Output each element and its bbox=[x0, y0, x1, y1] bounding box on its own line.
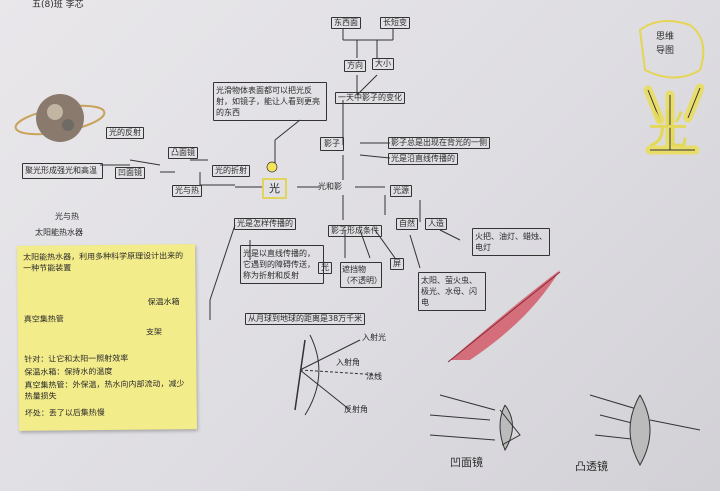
sticky-intro: 太阳能热水器，利用多种科学原理设计出来的一种节能装置 bbox=[23, 251, 184, 273]
title-badge-line2: 导图 bbox=[656, 46, 675, 56]
node-gather-desc: 聚光形成强光和高温 bbox=[22, 163, 103, 179]
node-light-travel: 光是怎样传播的 bbox=[234, 218, 296, 230]
bulb-icon bbox=[266, 161, 278, 173]
node-lens-role: 凸面镜 bbox=[168, 147, 198, 159]
node-natural-examples: 太阳、萤火虫、极光、水母、闪电 bbox=[418, 272, 486, 311]
node-east-west: 东西面 bbox=[331, 17, 361, 29]
node-light-source: 光源 bbox=[390, 185, 412, 197]
node-light-heat: 光与热 bbox=[172, 185, 202, 197]
sticky-note: 太阳能热水器，利用多种科学原理设计出来的一种节能装置 真空集热管 保温水箱 支架… bbox=[17, 244, 197, 431]
node-cond-screen: 屏 bbox=[390, 258, 404, 270]
sticky-collector-label: 真空集热管 bbox=[23, 314, 64, 324]
solar-heater-note: 太阳能热水器 bbox=[35, 228, 83, 237]
class-name: 五(8)班 李芯 bbox=[32, 0, 84, 10]
node-mirror-desc: 光滑物体表面都可以把光反射，如镜子，能让人看到更亮的东西 bbox=[213, 82, 327, 121]
node-concave: 凹面镜 bbox=[115, 167, 145, 179]
node-artificial-examples: 火把、油灯、蜡烛、电灯 bbox=[472, 228, 550, 256]
node-travel-desc: 光是以直线传播的，它遇到的障碍传送，称为折射和反射 bbox=[240, 245, 324, 284]
sticky-line4: 坏处：丢了以后集热慢 bbox=[24, 408, 105, 418]
feather-drawing bbox=[447, 270, 561, 363]
sticky-line3: 真空集热管：外保温，热水向内部流动，减少热量损失 bbox=[24, 379, 185, 401]
node-shadow: 影子 bbox=[320, 137, 344, 151]
sticky-tank-label: 保温水箱 bbox=[147, 297, 180, 307]
node-cond-object: 遮挡物（不透明） bbox=[340, 262, 382, 288]
planet-drawing bbox=[14, 94, 106, 142]
node-natural: 自然 bbox=[396, 218, 418, 230]
node-shadow-fact1: 影子总是出现在背光的一侧 bbox=[388, 137, 490, 149]
node-distance: 从月球到地球的距离是38万千米 bbox=[245, 313, 366, 325]
label-incident-ray: 入射光 bbox=[362, 333, 386, 342]
label-reflected: 反射角 bbox=[344, 405, 368, 414]
light-heat-note: 光与热 bbox=[55, 212, 79, 221]
node-refraction: 光的折射 bbox=[212, 165, 250, 177]
label-convex-lens: 凸透镜 bbox=[575, 460, 608, 473]
node-light-shadow: 光和影 bbox=[318, 182, 342, 191]
node-shadow-conditions: 影子形成条件 bbox=[328, 225, 382, 237]
node-shadow-fact2: 光是沿直线传播的 bbox=[388, 153, 458, 165]
label-concave-mirror: 凹面镜 bbox=[450, 456, 483, 469]
sticky-stand-label: 支架 bbox=[145, 327, 162, 337]
node-cond-light: 光 bbox=[318, 262, 332, 274]
center-node: 光 bbox=[262, 178, 287, 199]
node-day-change: 一天中影子的变化 bbox=[335, 92, 405, 104]
node-size: 大小 bbox=[372, 58, 394, 70]
node-direction: 方向 bbox=[344, 60, 366, 72]
label-incident: 入射角 bbox=[336, 358, 360, 367]
node-reflection: 光的反射 bbox=[106, 127, 144, 139]
sticky-line2: 保温水箱：保持水的温度 bbox=[24, 366, 113, 377]
big-title: 光 bbox=[648, 107, 688, 153]
sticky-line1: 针对：让它和太阳一照射效率 bbox=[24, 353, 129, 364]
label-normal: 法线 bbox=[366, 372, 382, 381]
node-long-short: 长短变 bbox=[380, 17, 410, 29]
node-artificial: 人造 bbox=[425, 218, 447, 230]
title-badge-line1: 思维 bbox=[656, 32, 675, 42]
title-decoration bbox=[638, 20, 705, 155]
